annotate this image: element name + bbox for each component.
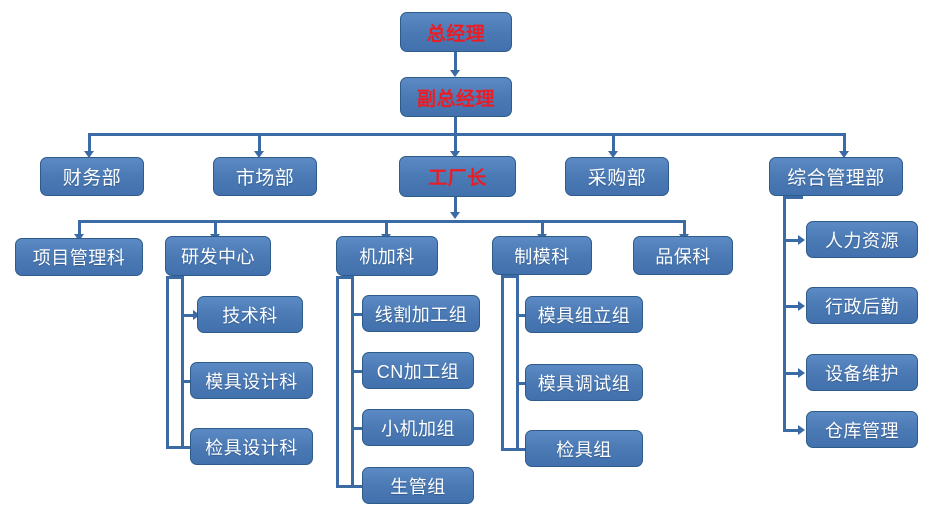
node-rd-center[interactable]: 研发中心: [165, 236, 271, 276]
spine-machining-foot: [336, 485, 361, 488]
riser-rd-center: [214, 220, 217, 236]
node-finance-dept[interactable]: 财务部: [40, 157, 144, 196]
node-mold-design-section[interactable]: 模具设计科: [190, 362, 313, 399]
spine-admin: [783, 196, 786, 430]
node-cn-machining-group[interactable]: CN加工组: [362, 352, 474, 389]
riser-machining: [385, 220, 388, 236]
riser-mold-making: [541, 220, 544, 236]
node-general-manager[interactable]: 总经理: [400, 12, 512, 52]
arrow-to-factory: [450, 151, 460, 158]
arrow-to-purchasing: [608, 151, 618, 158]
spine-machining-outer: [336, 276, 339, 488]
node-production-mgmt-group[interactable]: 生管组: [362, 467, 474, 504]
branch-mold-assembly: [516, 314, 531, 317]
spine-machining-inner: [351, 276, 354, 488]
branch-mold-design: [181, 380, 196, 383]
arrow-to-project-mgmt: [74, 234, 84, 241]
arrow-warehouse-mgmt: [798, 425, 805, 435]
arrow-admin-logistics: [798, 301, 805, 311]
spine-top-machining-outer: [336, 276, 352, 279]
node-quality-section[interactable]: 品保科: [633, 236, 733, 275]
branch-tech-section: [181, 314, 196, 317]
node-equipment-maintenance[interactable]: 设备维护: [806, 354, 918, 391]
node-deputy-general-manager[interactable]: 副总经理: [400, 77, 512, 117]
node-wire-cut-group[interactable]: 线割加工组: [362, 295, 480, 332]
bus-level4: [78, 220, 686, 223]
node-factory-director[interactable]: 工厂长: [399, 156, 516, 197]
branch-mold-tuning: [516, 382, 531, 385]
connector-gm-to-dgm: [454, 52, 457, 72]
node-warehouse-mgmt[interactable]: 仓库管理: [806, 411, 918, 448]
node-tech-section[interactable]: 技术科: [197, 296, 303, 333]
node-gauge-design-section[interactable]: 检具设计科: [190, 428, 313, 465]
arrow-to-general-admin: [839, 151, 849, 158]
riser-general-admin: [843, 133, 846, 153]
connector-dgm-drop: [454, 117, 457, 135]
arrow-factory-drop: [450, 212, 460, 219]
arrow-to-finance: [84, 151, 94, 158]
node-machining-section[interactable]: 机加科: [336, 236, 438, 276]
branch-equipment-maintenance: [783, 372, 801, 375]
node-project-mgmt-section[interactable]: 项目管理科: [15, 238, 143, 276]
branch-production-mgmt: [351, 485, 366, 488]
node-mold-making-section[interactable]: 制模科: [492, 236, 592, 275]
riser-finance: [88, 133, 91, 153]
node-small-machining-group[interactable]: 小机加组: [362, 409, 474, 446]
node-purchasing-dept[interactable]: 采购部: [565, 157, 669, 196]
spine-top-mold-outer: [501, 275, 517, 278]
arrow-to-market: [254, 151, 264, 158]
branch-warehouse-mgmt: [783, 429, 801, 432]
arrow-human-resources: [798, 235, 805, 245]
branch-cn-machining: [351, 370, 366, 373]
riser-factory: [454, 133, 457, 153]
spine-mold-outer: [501, 275, 504, 451]
spine-top-rd-outer: [166, 276, 182, 279]
spine-top-admin: [783, 196, 803, 199]
node-mold-assembly-group[interactable]: 模具组立组: [525, 296, 643, 333]
riser-purchasing: [612, 133, 615, 153]
arrow-gm-to-dgm: [450, 70, 460, 77]
branch-gauge-group: [516, 448, 531, 451]
connector-factory-drop: [454, 197, 457, 213]
branch-admin-logistics: [783, 305, 801, 308]
branch-human-resources: [783, 239, 801, 242]
spine-rd-outer: [166, 276, 169, 449]
riser-market: [258, 133, 261, 153]
arrow-equipment-maintenance: [798, 368, 805, 378]
branch-small-machining: [351, 427, 366, 430]
branch-gauge-design: [181, 446, 196, 449]
arrow-tech-section: [193, 310, 200, 320]
node-general-admin-dept[interactable]: 综合管理部: [769, 157, 903, 196]
node-market-dept[interactable]: 市场部: [213, 157, 317, 196]
node-mold-tuning-group[interactable]: 模具调试组: [525, 364, 643, 401]
branch-wire-cut: [351, 313, 366, 316]
node-human-resources[interactable]: 人力资源: [806, 221, 918, 258]
riser-quality: [683, 220, 686, 236]
node-admin-logistics[interactable]: 行政后勤: [806, 287, 918, 324]
spine-mold-inner: [516, 275, 519, 451]
bus-level3: [88, 133, 845, 136]
node-gauge-group[interactable]: 检具组: [525, 430, 643, 467]
riser-project-mgmt: [78, 220, 81, 236]
spine-rd-foot: [166, 446, 191, 449]
spine-mold-foot: [501, 448, 526, 451]
spine-rd-inner: [181, 276, 184, 449]
